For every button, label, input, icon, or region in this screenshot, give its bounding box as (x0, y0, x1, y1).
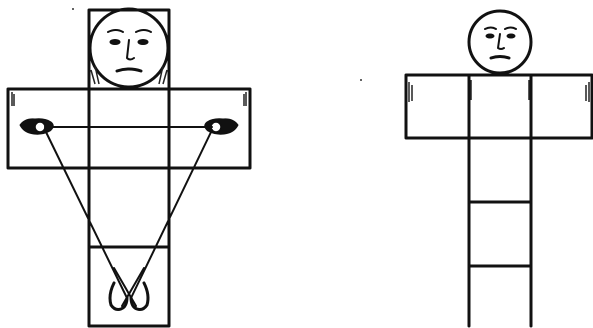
left-hand-left-palm (35, 122, 45, 132)
right-eyebrow-right (505, 28, 516, 30)
right-mouth (491, 57, 509, 59)
right-head (469, 11, 531, 73)
left-eye-left (110, 40, 120, 45)
right-head-circle (469, 11, 531, 73)
left-feet (110, 283, 148, 310)
left-head (90, 9, 168, 87)
left-mouth (117, 69, 141, 71)
left-eyebrow-left (108, 30, 123, 32)
right-eye-right (507, 34, 515, 38)
right-figure (406, 11, 592, 326)
stray-mark-2 (360, 79, 362, 81)
left-nose (127, 40, 134, 60)
left-diagonal-left (45, 130, 127, 298)
left-diagonal-right (131, 130, 212, 298)
left-eyebrow-right (136, 30, 151, 32)
left-figure (8, 9, 250, 326)
right-arms-bar (406, 75, 592, 138)
left-arm-hatch (12, 92, 246, 106)
right-eyebrow-left (485, 28, 496, 30)
right-nose (498, 34, 504, 49)
stray-mark-1 (72, 8, 74, 10)
right-arm-hatch (409, 80, 589, 102)
left-eye-right (138, 40, 148, 45)
right-eye-left (486, 34, 494, 38)
